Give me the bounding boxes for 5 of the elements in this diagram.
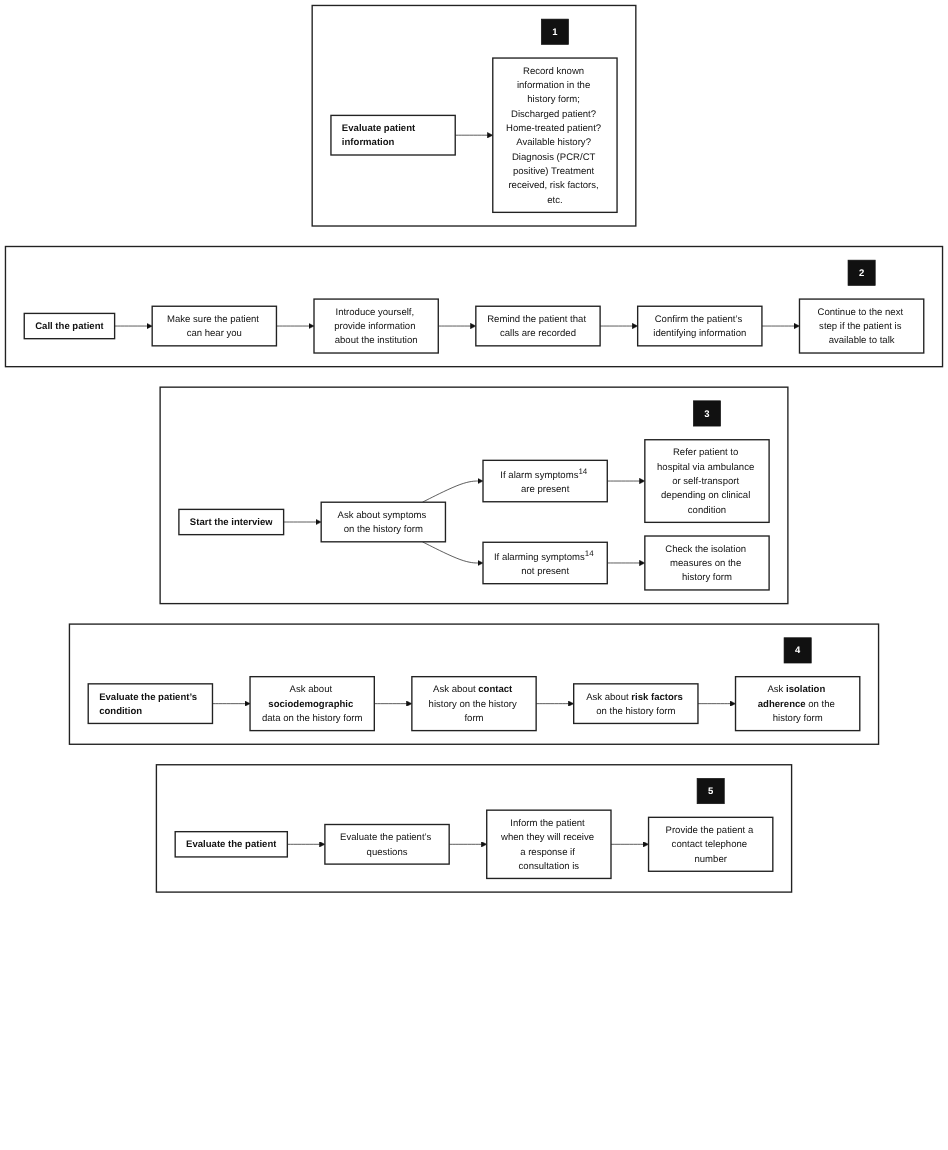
cluster	[159, 386, 789, 605]
cluster	[4, 245, 944, 368]
cluster	[311, 4, 637, 227]
cluster	[68, 623, 880, 745]
cluster	[155, 764, 793, 893]
